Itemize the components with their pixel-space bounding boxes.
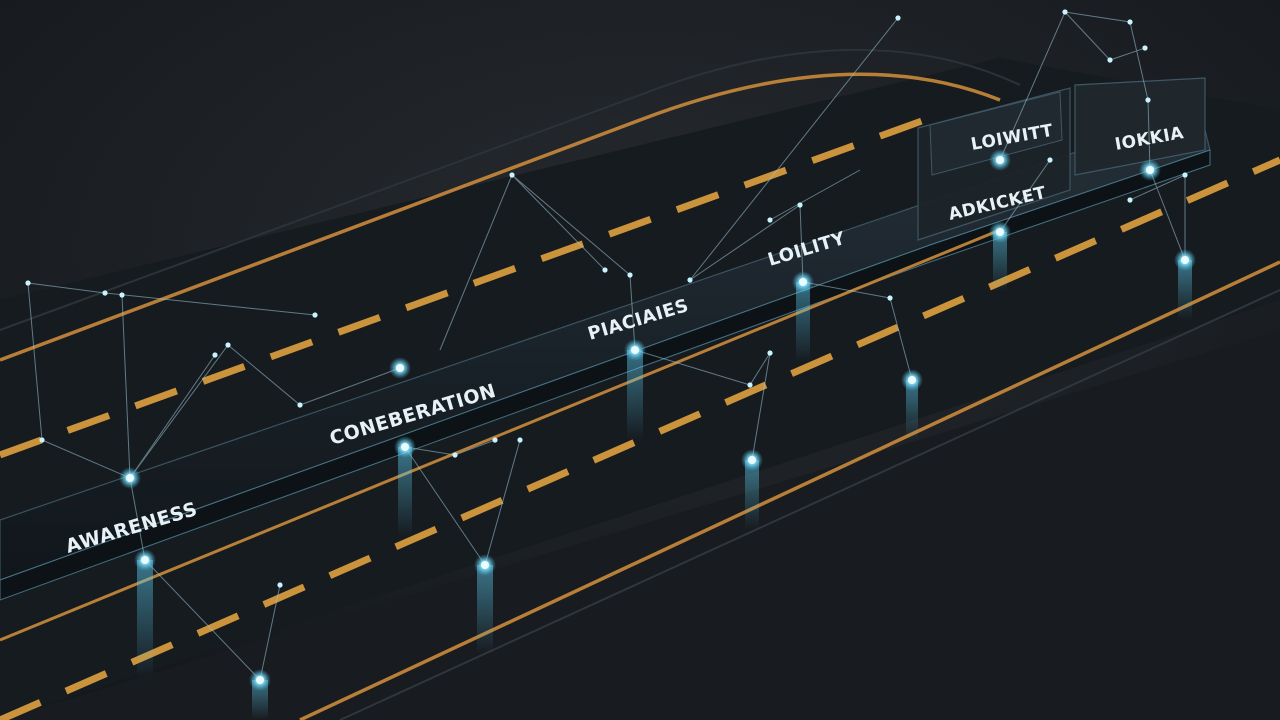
- network-node: [481, 561, 489, 569]
- network-node: [141, 556, 149, 564]
- lower-lane-dashes: [0, 156, 1280, 720]
- network-node-small: [687, 277, 693, 283]
- network-node-small: [277, 582, 283, 588]
- network-node-small: [1107, 57, 1113, 63]
- network-node-small: [887, 295, 893, 301]
- network-node: [126, 474, 134, 482]
- network-node-small: [297, 402, 303, 408]
- network-node-small: [312, 312, 318, 318]
- network-node-small: [1145, 97, 1151, 103]
- stage-rail-front: [0, 149, 1211, 601]
- network-node-small: [212, 352, 218, 358]
- back-edge-line: [0, 72, 1001, 362]
- network-node-small: [517, 437, 523, 443]
- network-node-small: [767, 217, 773, 223]
- network-node-small: [102, 290, 108, 296]
- network-node-small: [119, 292, 125, 298]
- network-node-small: [767, 350, 773, 356]
- stage-box-extra: [1074, 77, 1206, 176]
- network-node-small: [1142, 45, 1148, 51]
- network-node-small: [509, 172, 515, 178]
- network-nodes: [25, 9, 1196, 691]
- network-node-small: [225, 342, 231, 348]
- network-node: [799, 278, 807, 286]
- network-node-small: [39, 437, 45, 443]
- network-node-small: [602, 267, 608, 273]
- bottom-edge-line: [299, 260, 1280, 720]
- network-node: [256, 676, 264, 684]
- bottom-edge-outer: [339, 289, 1280, 720]
- lower-plane: [0, 330, 1280, 720]
- network-node: [631, 346, 639, 354]
- network-node-small: [25, 280, 31, 286]
- network-node-small: [895, 15, 901, 21]
- stage-box-loyalty-top: [929, 91, 1063, 176]
- network-node: [996, 228, 1004, 236]
- network-node-small: [1127, 19, 1133, 25]
- network-node: [748, 456, 756, 464]
- network-node: [401, 443, 409, 451]
- network-node-small: [797, 202, 803, 208]
- middle-edge-line: [0, 228, 1001, 642]
- network-node-small: [747, 382, 753, 388]
- network-node: [908, 376, 916, 384]
- network-node-small: [1127, 197, 1133, 203]
- upper-lane-dashes: [0, 114, 932, 459]
- network-node-small: [452, 452, 458, 458]
- network-node: [996, 156, 1004, 164]
- network-node-small: [627, 272, 633, 278]
- network-node: [1181, 256, 1189, 264]
- network-node: [1146, 166, 1154, 174]
- network-node-small: [492, 437, 498, 443]
- network-lines: [27, 11, 1186, 682]
- back-edge-outer: [0, 48, 1021, 331]
- network-node-small: [1182, 172, 1188, 178]
- network-node-small: [1062, 9, 1068, 15]
- network-node-small: [1047, 157, 1053, 163]
- network-node: [396, 364, 404, 372]
